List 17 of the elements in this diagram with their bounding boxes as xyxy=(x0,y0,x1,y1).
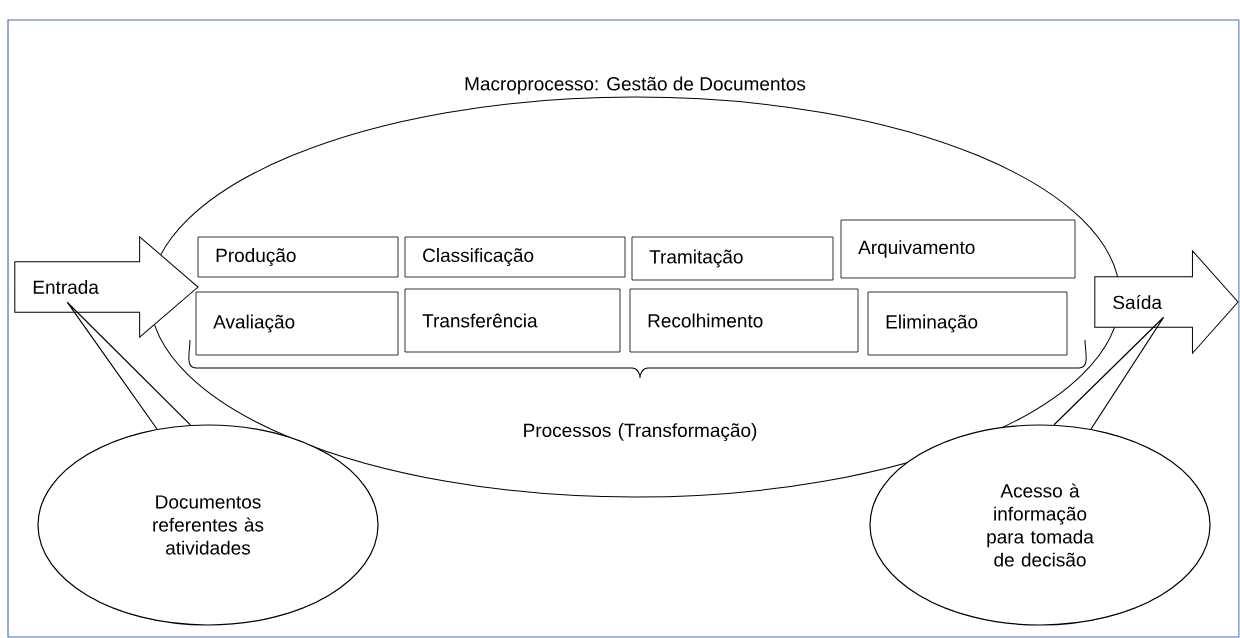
process-box: Recolhimento xyxy=(629,288,859,353)
callout-bubble: Acesso à informação para tomada de decisão xyxy=(869,424,1211,626)
process-box: Eliminação xyxy=(867,291,1068,356)
process-box: Tramitação xyxy=(631,236,834,281)
process-box: Arquivamento xyxy=(840,219,1076,279)
process-box: Transferência xyxy=(404,288,621,353)
node-label: Macroprocesso: Gestão de Documentos xyxy=(465,76,806,95)
process-box: Classificação xyxy=(404,236,626,278)
callout-bubble: Documentos referentes às atividades xyxy=(37,424,379,626)
callout-tail xyxy=(66,301,191,430)
process-box: Produção xyxy=(197,236,399,278)
callout-tail xyxy=(1053,316,1165,430)
process-box: Avaliação xyxy=(195,291,399,356)
bracket-label: Processos (Transformação) xyxy=(524,423,757,441)
node-label: Acesso à informação para tomada de decisão xyxy=(987,483,1094,567)
node-label: Saída xyxy=(1113,294,1162,310)
node-label: Documentos referentes às atividades xyxy=(153,495,264,555)
